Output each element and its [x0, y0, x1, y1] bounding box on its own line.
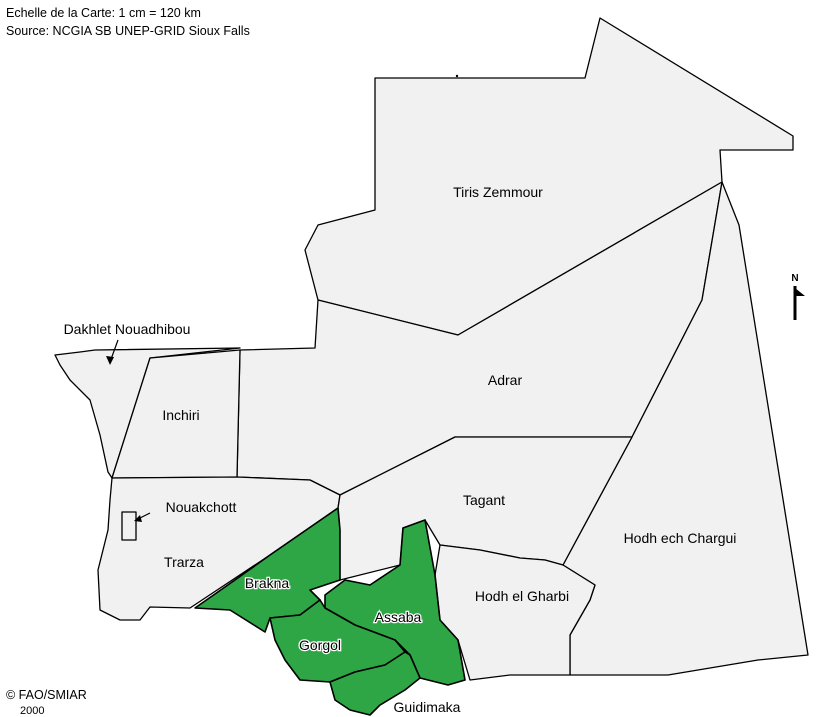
label-dakhlet-nouadhibou: Dakhlet Nouadhibou: [64, 321, 191, 337]
copyright-text: © FAO/SMIAR: [6, 688, 87, 702]
label-assaba: Assaba: [375, 609, 422, 625]
label-tiris-zemmour: Tiris Zemmour: [453, 184, 543, 200]
label-brakna: Brakna: [245, 575, 290, 591]
region-dakhlet-nouadhibou: [54, 347, 241, 479]
label-nouakchott: Nouakchott: [166, 499, 237, 515]
map-source-text: Source: NCGIA SB UNEP-GRID Sioux Falls: [6, 24, 250, 38]
region-guidimaka: [329, 651, 421, 716]
north-arrow-icon: N: [791, 273, 805, 320]
region-nouakchott: [121, 511, 137, 541]
arrow-head-nouakchott: [134, 515, 142, 522]
copyright-year: 2000: [20, 705, 45, 717]
map-scale-text: Echelle de la Carte: 1 cm = 120 km: [6, 6, 201, 20]
label-tagant: Tagant: [463, 492, 505, 508]
label-guidimaka: Guidimaka: [394, 699, 461, 715]
label-hodh-ech-chargui: Hodh ech Chargui: [624, 530, 737, 546]
region-trarza: [97, 476, 341, 621]
arrow-head-dakhlet: [106, 356, 114, 365]
map-dot: [455, 74, 459, 78]
label-trarza: Trarza: [164, 554, 204, 570]
label-adrar: Adrar: [488, 372, 523, 388]
label-gorgol: Gorgol: [299, 637, 341, 653]
north-label: N: [791, 273, 798, 284]
label-inchiri: Inchiri: [162, 407, 199, 423]
label-hodh-el-gharbi: Hodh el Gharbi: [475, 588, 569, 604]
